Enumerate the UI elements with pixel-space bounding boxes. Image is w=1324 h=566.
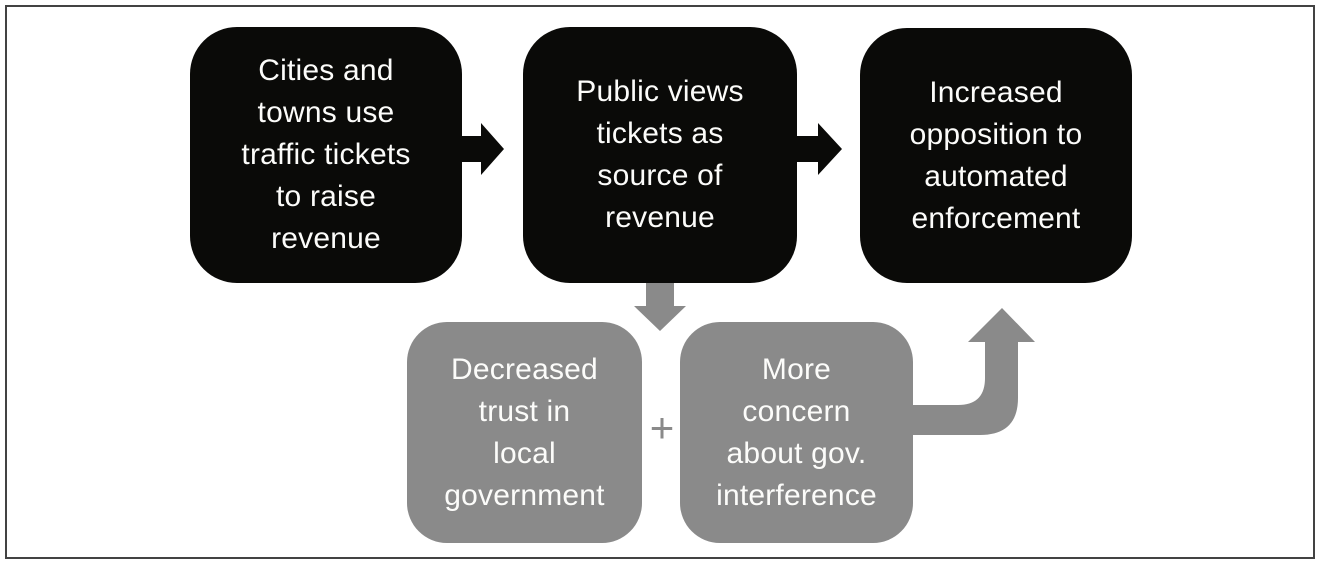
node-more-concern: More concern about gov. interference <box>680 322 913 543</box>
node-public-views-tickets: Public views tickets as source of revenu… <box>523 27 797 283</box>
right-arrow-icon <box>461 123 504 175</box>
node-increased-opposition: Increased opposition to automated enforc… <box>860 28 1132 283</box>
node-decreased-trust: Decreased trust in local government <box>407 322 642 543</box>
right-arrow-icon <box>795 123 842 175</box>
elbow-up-arrow-icon <box>912 308 1035 435</box>
figure-border <box>5 5 1315 559</box>
down-arrow-icon <box>634 282 686 331</box>
node-cities-towns-revenue: Cities and towns use traffic tickets to … <box>190 27 462 283</box>
plus-operator: + <box>649 404 675 451</box>
